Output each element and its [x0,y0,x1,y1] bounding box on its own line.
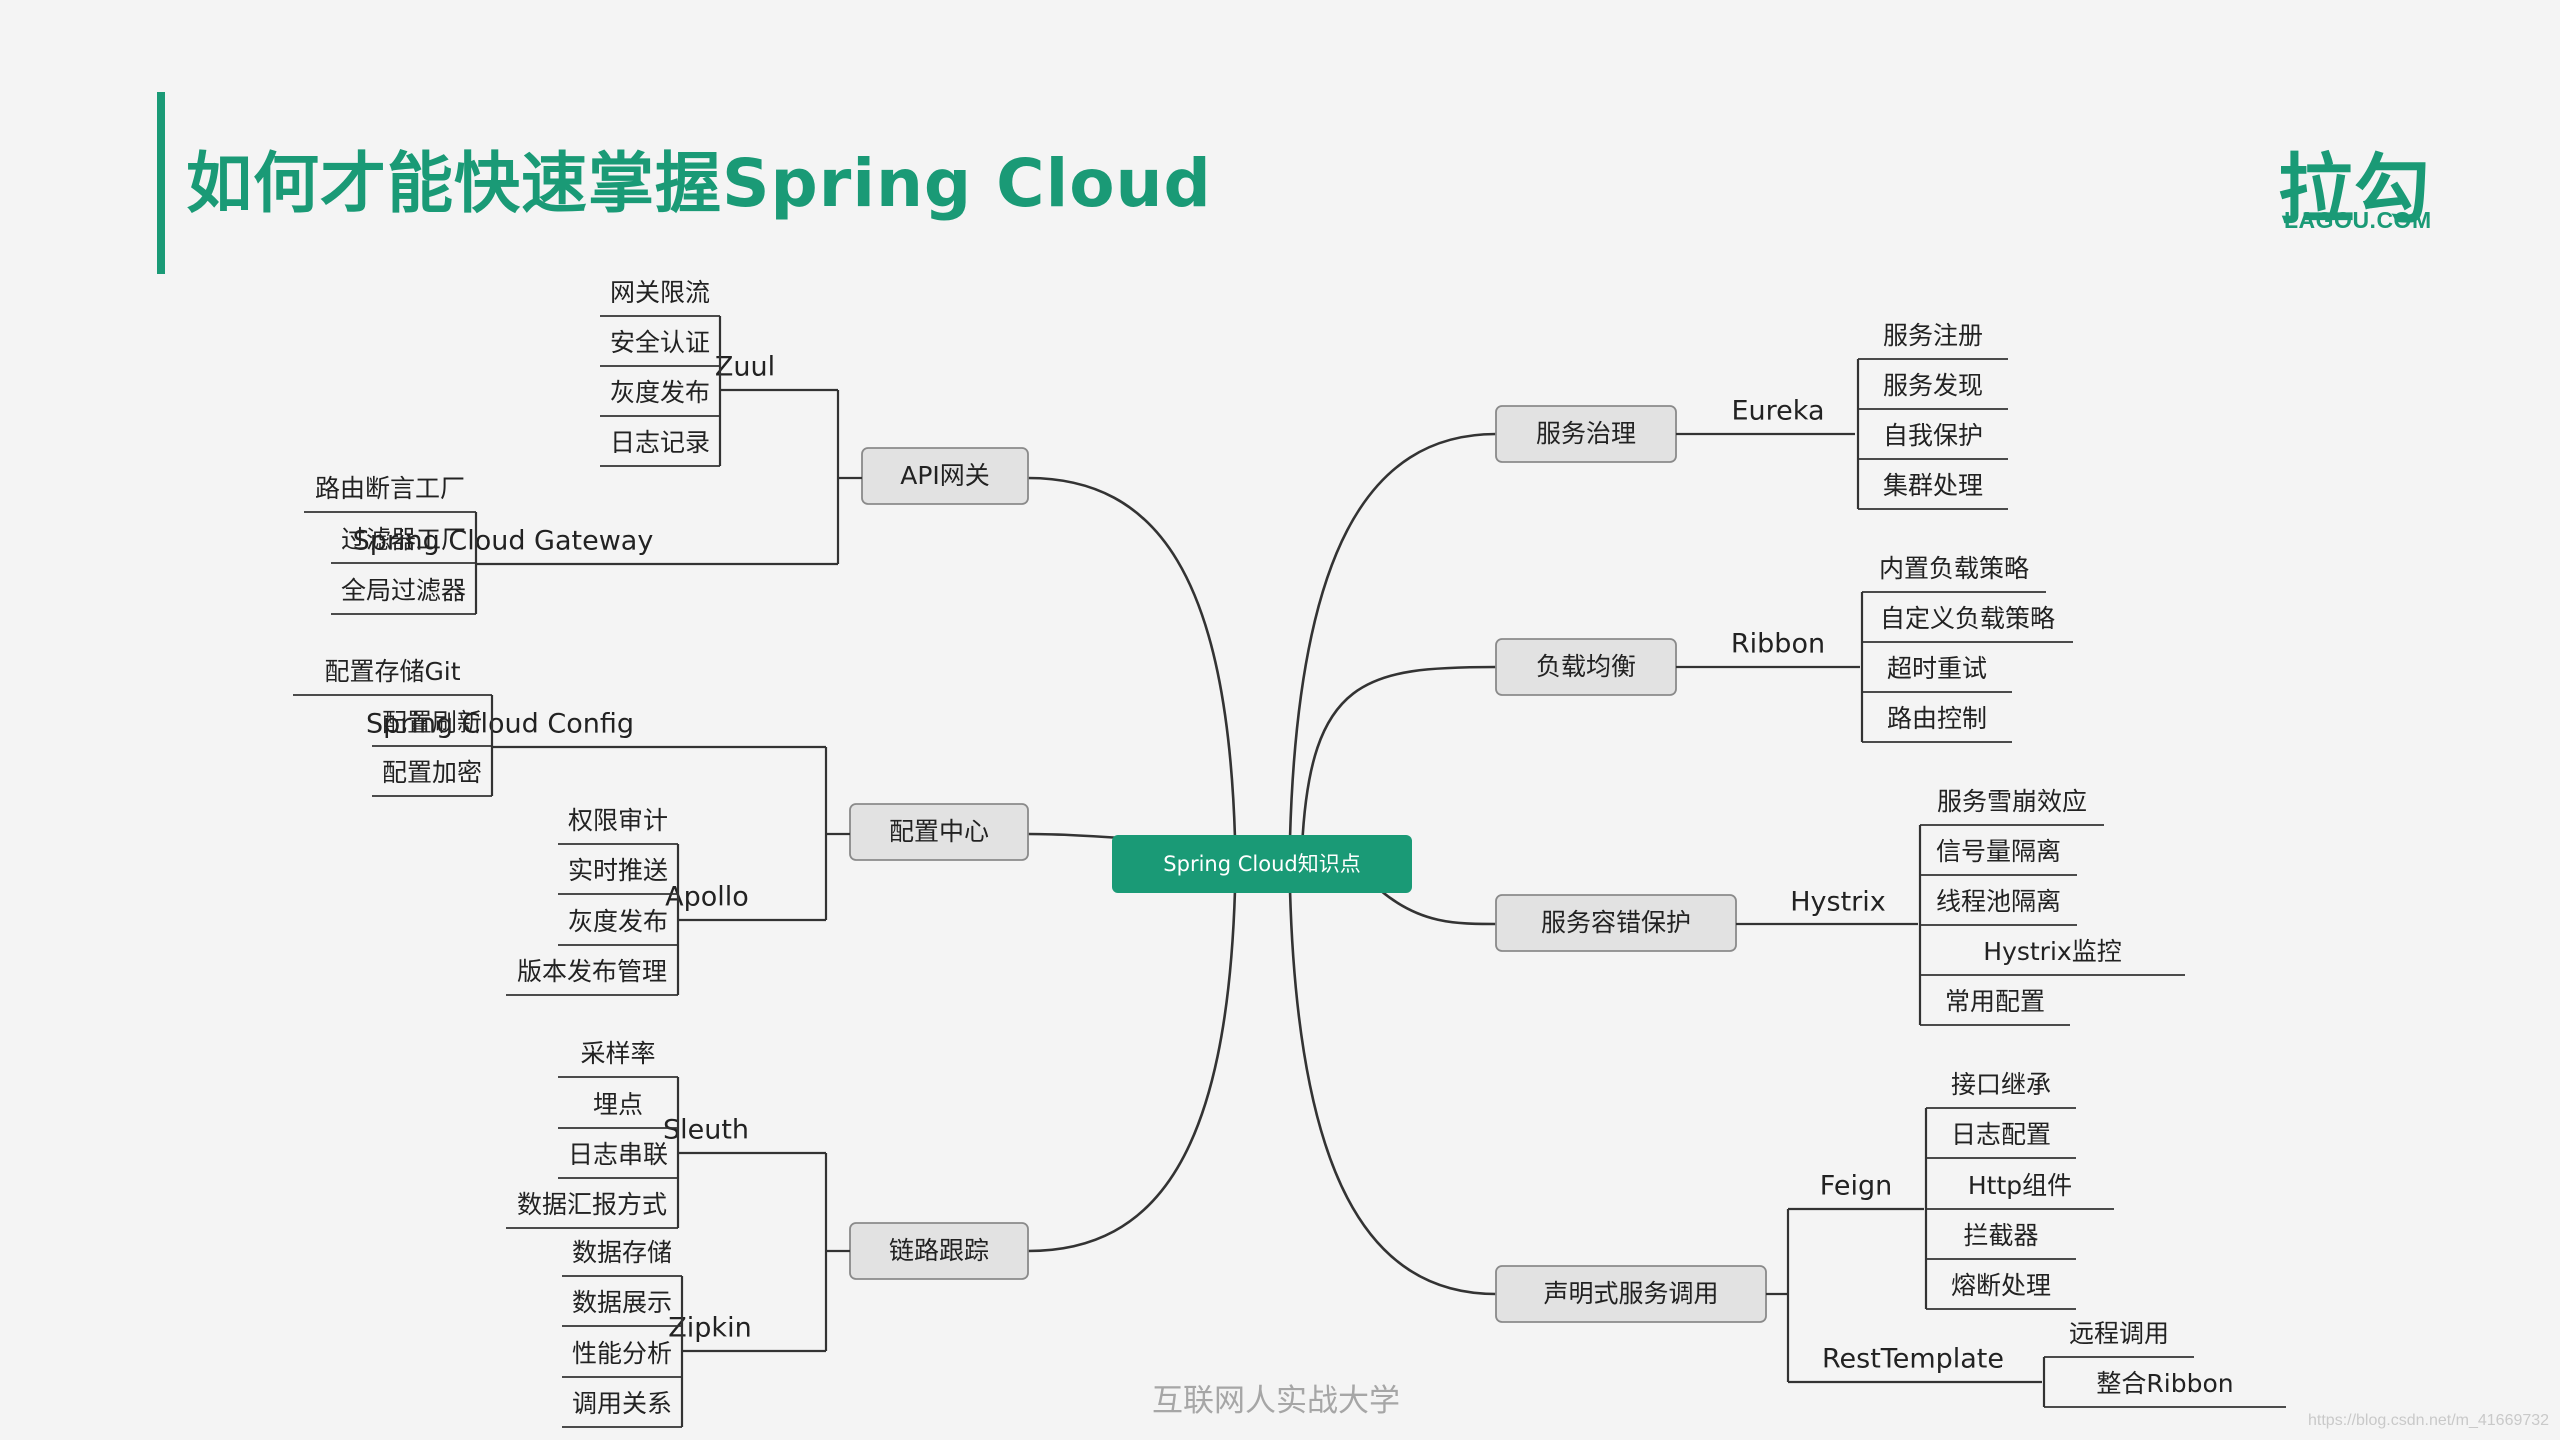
sub-branch-label: Ribbon [1731,629,1825,660]
leaf-label: 数据展示 [572,1288,672,1317]
lagou-logo-text: 拉勾 [2278,145,2430,234]
sub-branch-label: Spring Cloud Config [366,709,634,740]
leaf-label: 安全认证 [610,328,710,357]
main-branch-curve [1300,665,1497,849]
leaf-label: 线程池隔离 [1936,887,2061,916]
sub-branch-label: Feign [1820,1171,1892,1202]
slide-title: 如何才能快速掌握Spring Cloud [186,145,1212,222]
leaf-label: 埋点 [593,1090,643,1119]
leaf-label: 整合Ribbon [2096,1369,2233,1398]
leaf-label: 配置加密 [382,758,482,787]
center-node-box [1112,835,1412,893]
leaf-label: 版本发布管理 [517,957,667,986]
leaf-label: 远程调用 [2069,1319,2169,1348]
sub-branch-label: Zipkin [668,1313,751,1344]
leaf-label: 配置刷新 [382,708,482,737]
leaf-label: 服务注册 [1883,321,1983,350]
right-branch-1-label: 服务治理 [1536,419,1636,448]
leaf-label: 权限审计 [568,806,668,835]
leaf-label: 采样率 [580,1039,655,1068]
main-branch-curve [1027,889,1237,1253]
sub-branch-label: Sleuth [663,1115,749,1146]
leaf-label: 服务雪崩效应 [1937,787,2087,816]
footer-slogan: 互联网人实战大学 [1152,1383,1400,1419]
watermark-url: https://blog.csdn.net/m_41669732 [2308,1412,2550,1429]
leaf-label: 灰度发布 [568,907,668,936]
leaf-label: 调用关系 [572,1389,672,1418]
main-branch-curve [1027,476,1237,839]
leaf-label: 网关限流 [610,278,710,307]
leaf-label: 路由控制 [1887,704,1987,733]
leaf-label: Http组件 [1968,1171,2072,1200]
leaf-label: 数据存储 [572,1238,672,1267]
left-branch-1-box [861,447,1029,505]
leaf-label: 自定义负载策略 [1880,604,2055,633]
leaf-label: 熔断处理 [1951,1271,2051,1300]
leaf-label: 数据汇报方式 [517,1190,667,1219]
main-branch-curve [1288,889,1497,1296]
leaf-label: 拦截器 [1963,1221,2038,1250]
leaf-label: 常用配置 [1945,987,2045,1016]
leaf-label: 性能分析 [572,1339,672,1368]
leaf-label: 路由断言工厂 [315,474,465,503]
sub-branch-label: Zuul [715,352,775,383]
leaf-label: 全局过滤器 [341,576,466,605]
left-branch-1-label: API网关 [900,461,990,490]
leaf-label: 过滤器工厂 [341,525,466,554]
leaf-label: 接口继承 [1951,1070,2051,1099]
right-branch-4-label: 声明式服务调用 [1543,1279,1718,1308]
main-branch-curve [1379,889,1497,926]
leaf-label: 日志串联 [568,1140,668,1169]
leaf-label: 服务发现 [1883,371,1983,400]
main-branch-curve [1288,432,1497,839]
sub-branch-label: Spring Cloud Gateway [353,526,654,557]
sub-branch-label: Apollo [665,882,749,913]
leaf-label: 日志配置 [1951,1120,2051,1149]
leaf-label: 超时重试 [1887,654,1987,683]
sub-branch-label: RestTemplate [1822,1344,2004,1375]
leaf-label: 自我保护 [1883,421,1983,450]
right-branch-3-label: 服务容错保护 [1541,908,1691,937]
leaf-label: 信号量隔离 [1936,837,2061,866]
leaf-label: 内置负载策略 [1879,554,2029,583]
sub-branch-label: Eureka [1732,396,1825,427]
title-accent-bar [157,92,165,274]
leaf-label: 灰度发布 [610,378,710,407]
center-node-label: Spring Cloud知识点 [1163,852,1360,876]
leaf-label: Hystrix监控 [1983,937,2121,966]
leaf-label: 实时推送 [568,856,668,885]
left-branch-2-box [849,803,1029,861]
leaf-label: 日志记录 [610,428,710,457]
left-branch-2-label: 配置中心 [889,817,989,846]
lagou-logo-domain: LAGOU.COM [2284,207,2432,233]
leaf-label: 集群处理 [1883,471,1983,500]
right-branch-2-label: 负载均衡 [1536,652,1636,681]
sub-branch-label: Hystrix [1790,887,1886,918]
leaf-label: 配置存储Git [324,657,460,686]
left-branch-3-label: 链路跟踪 [889,1236,989,1265]
